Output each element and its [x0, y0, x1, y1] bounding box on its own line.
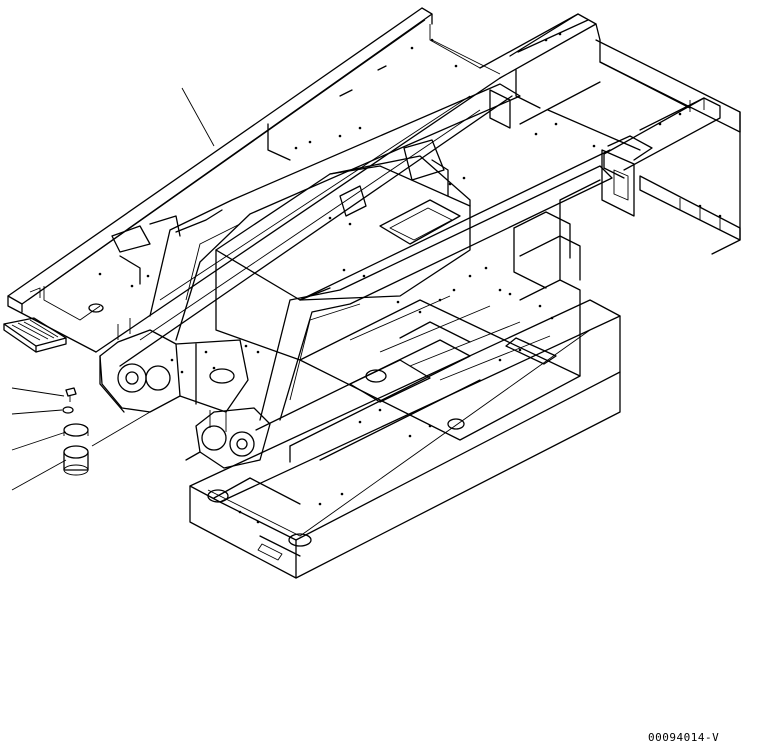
- leader-line-4: [11, 459, 67, 491]
- left-side-deck: [7, 7, 501, 353]
- rear-housing: [479, 13, 741, 255]
- bolt-holes: [98, 32, 722, 524]
- leader-line-deck: [181, 87, 215, 147]
- leader-line-2: [11, 409, 63, 415]
- bolt-part: [65, 387, 77, 402]
- upper-arm-right: [259, 165, 613, 421]
- washer-part: [62, 406, 74, 414]
- upper-arm-left: [149, 83, 521, 341]
- frame-rails: [95, 77, 611, 367]
- cap-part: [63, 423, 89, 437]
- leader-line-1: [11, 387, 65, 397]
- drawing-number: 00094014-V: [648, 731, 720, 744]
- right-boom-foot: [185, 407, 271, 469]
- leader-line-3: [11, 431, 67, 451]
- left-boom-foot: [99, 329, 249, 432]
- step-plate: [3, 317, 67, 353]
- cup-part: [63, 445, 89, 476]
- leader-line-5: [91, 411, 151, 447]
- center-body: [215, 155, 601, 441]
- left-floor-details: [88, 65, 449, 340]
- cross-members: [255, 211, 581, 463]
- exploded-parts: [11, 387, 151, 491]
